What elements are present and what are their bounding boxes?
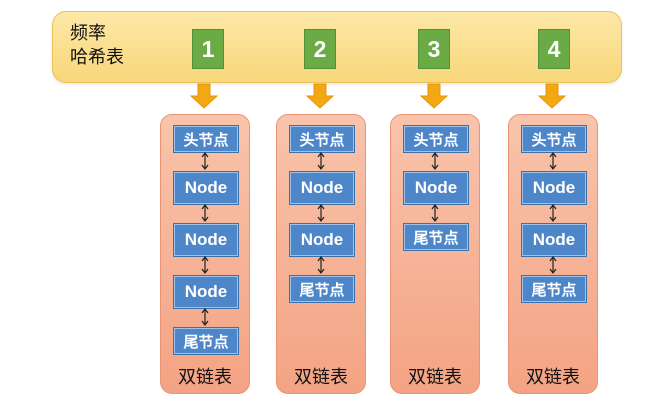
- head-node: 头节点: [173, 125, 239, 153]
- frequency-key-2: 2: [304, 29, 336, 69]
- list-node: Node: [521, 223, 587, 257]
- bidirectional-link-icon: [317, 152, 325, 170]
- frequency-key-4: 4: [538, 29, 570, 69]
- bidirectional-link-icon: [317, 204, 325, 222]
- bidirectional-link-icon: [431, 204, 439, 222]
- list-label: 双链表: [408, 367, 462, 388]
- frequency-hash-label: 频率 哈希表: [70, 22, 124, 70]
- bidirectional-link-icon: [201, 308, 209, 326]
- bidirectional-link-icon: [549, 152, 557, 170]
- frequency-hash-table: [52, 11, 622, 83]
- list-label: 双链表: [178, 367, 232, 388]
- frequency-key-1: 1: [192, 29, 224, 69]
- down-arrow-icon: [306, 83, 334, 109]
- bidirectional-link-icon: [201, 256, 209, 274]
- down-arrow-icon: [420, 83, 448, 109]
- head-node: 头节点: [521, 125, 587, 153]
- head-node: 头节点: [289, 125, 355, 153]
- list-node: Node: [521, 171, 587, 205]
- down-arrow-icon: [190, 83, 218, 109]
- tail-node: 尾节点: [521, 275, 587, 303]
- list-node: Node: [289, 223, 355, 257]
- bidirectional-link-icon: [201, 204, 209, 222]
- bidirectional-link-icon: [431, 152, 439, 170]
- tail-node: 尾节点: [173, 327, 239, 355]
- list-node: Node: [173, 223, 239, 257]
- list-label: 双链表: [526, 367, 580, 388]
- bidirectional-link-icon: [549, 204, 557, 222]
- bidirectional-link-icon: [549, 256, 557, 274]
- label-hash-table: 哈希表: [70, 47, 124, 68]
- frequency-key-3: 3: [418, 29, 450, 69]
- tail-node: 尾节点: [289, 275, 355, 303]
- list-node: Node: [173, 275, 239, 309]
- list-label: 双链表: [294, 367, 348, 388]
- list-node: Node: [403, 171, 469, 205]
- down-arrow-icon: [538, 83, 566, 109]
- label-frequency: 频率: [70, 23, 106, 44]
- bidirectional-link-icon: [317, 256, 325, 274]
- list-node: Node: [289, 171, 355, 205]
- doubly-linked-list-3: 头节点 Node 尾节点双链表: [390, 114, 480, 394]
- list-node: Node: [173, 171, 239, 205]
- head-node: 头节点: [403, 125, 469, 153]
- tail-node: 尾节点: [403, 223, 469, 251]
- bidirectional-link-icon: [201, 152, 209, 170]
